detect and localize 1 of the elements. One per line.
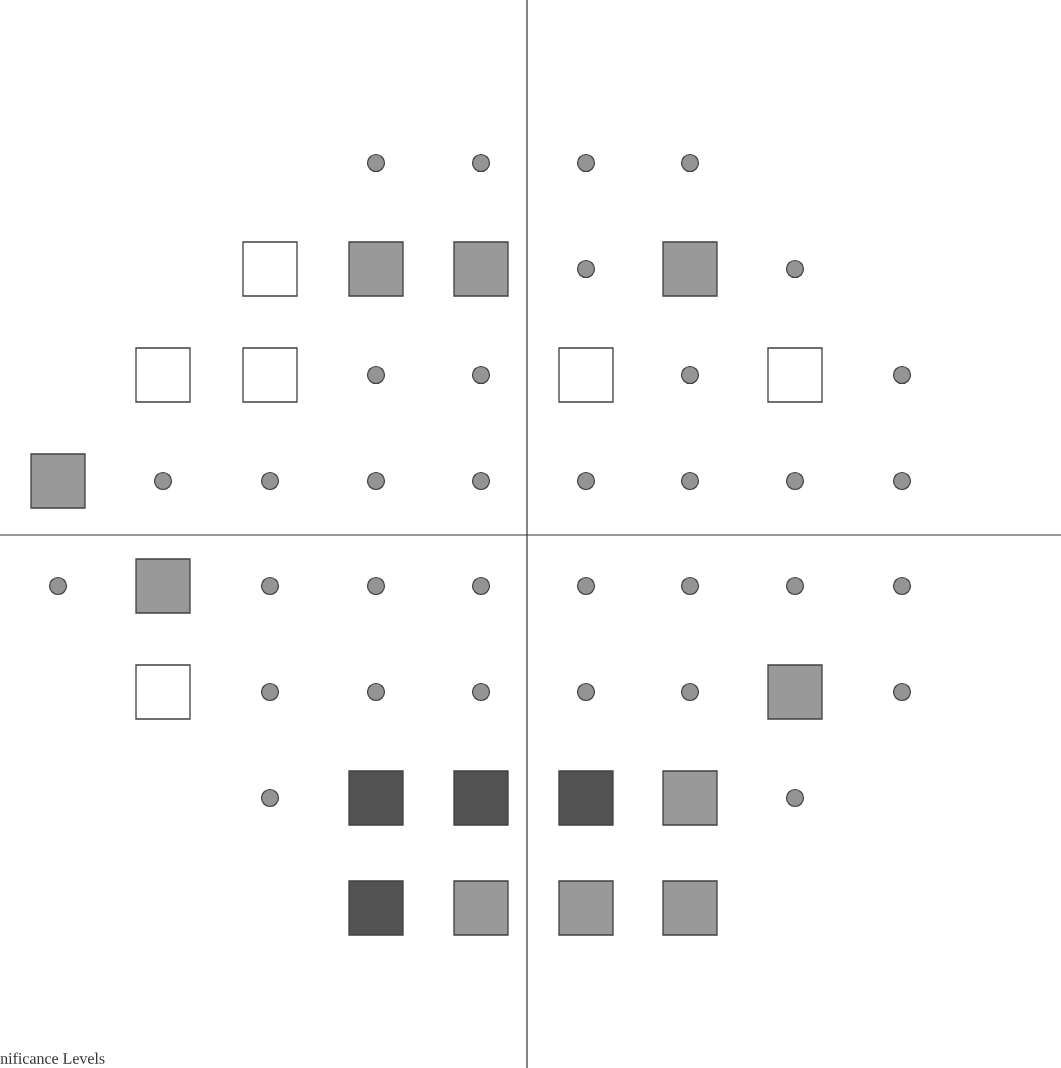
caption-text: nificance Levels [0, 1052, 105, 1064]
